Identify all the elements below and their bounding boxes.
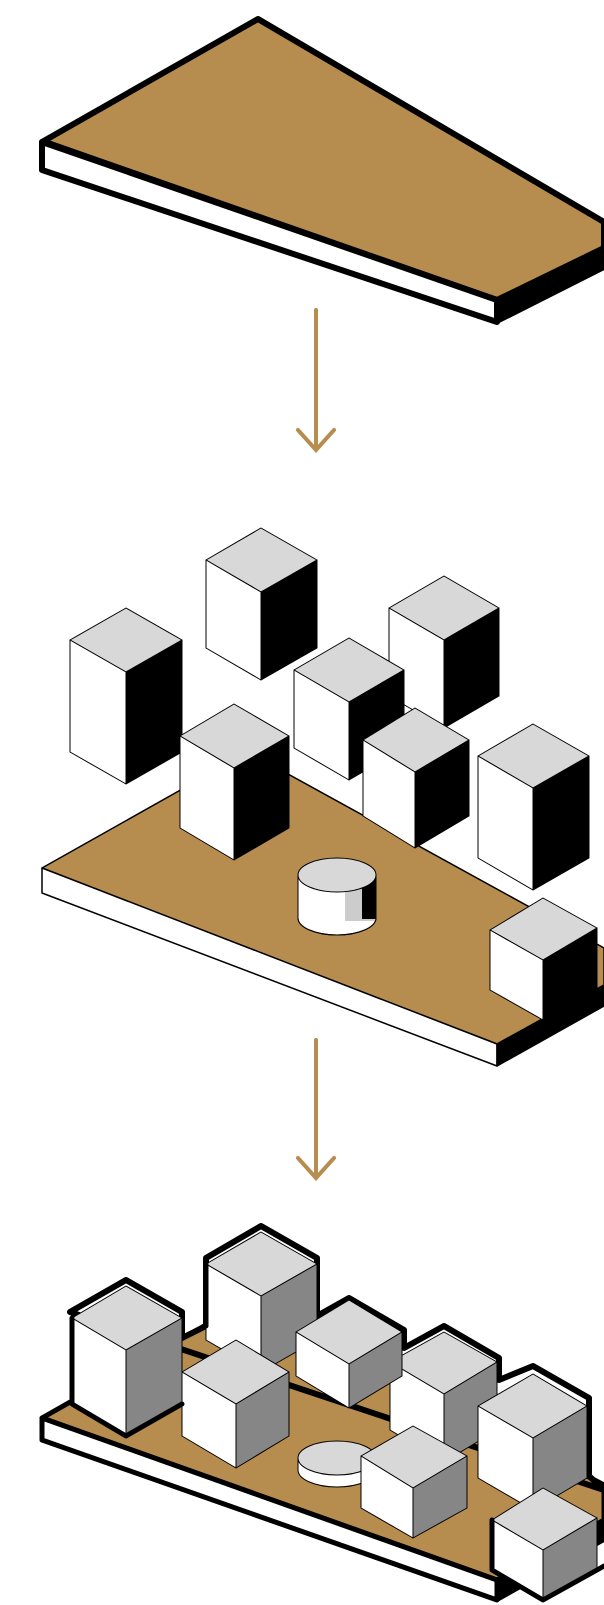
stage-1-slab bbox=[39, 16, 604, 325]
stage-2-blocks bbox=[41, 527, 604, 1067]
box bbox=[181, 1339, 290, 1469]
box bbox=[205, 1231, 318, 1373]
box bbox=[477, 1373, 588, 1511]
box bbox=[69, 607, 183, 785]
cylinder bbox=[297, 1440, 377, 1488]
arrow-down-2 bbox=[296, 1038, 336, 1181]
box bbox=[477, 723, 590, 891]
box bbox=[360, 1425, 468, 1539]
box bbox=[295, 1299, 403, 1409]
box bbox=[71, 1285, 183, 1437]
cylinder bbox=[297, 857, 377, 936]
box bbox=[489, 897, 598, 1021]
box bbox=[388, 575, 500, 729]
stage-3-massing bbox=[39, 1223, 604, 1603]
massing-outline bbox=[67, 1223, 604, 1493]
slab-right-edge bbox=[495, 246, 604, 324]
box bbox=[205, 527, 318, 681]
box bbox=[491, 1487, 598, 1601]
massing-contour bbox=[69, 1261, 604, 1603]
box bbox=[179, 703, 290, 861]
box bbox=[293, 637, 405, 781]
arrow-down-1 bbox=[296, 308, 336, 453]
box bbox=[362, 707, 470, 849]
